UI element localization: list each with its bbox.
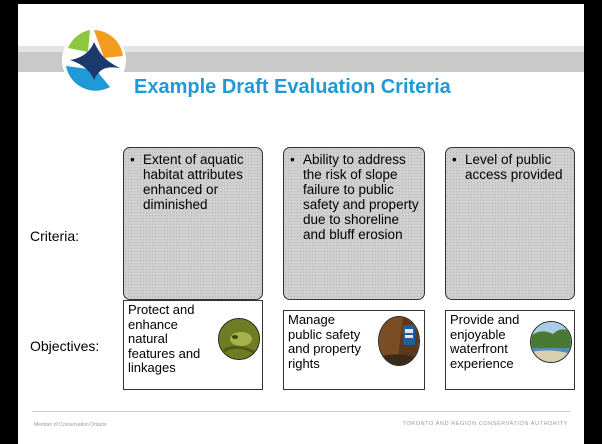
objective-box-3: Provide and enjoyable waterfront experie…: [445, 310, 575, 390]
criterion-box-3: • Level of public access provided: [445, 147, 575, 300]
bullet: •: [290, 152, 295, 167]
slide-title: Example Draft Evaluation Criteria: [134, 76, 451, 98]
waterfront-photo-icon: [530, 321, 572, 363]
criterion-1: Extent of aquatic habitat attributes enh…: [143, 152, 244, 212]
trca-logo-icon: [62, 28, 126, 92]
criterion-box-1: • Extent of aquatic habitat attributes e…: [123, 147, 263, 300]
criterion-text-3: • Level of public access provided: [452, 152, 570, 182]
criteria-label: Criteria:: [30, 228, 80, 244]
frog-photo-icon: [218, 318, 260, 360]
objective-box-2: Manage public safety and property rights: [283, 310, 425, 390]
footer-left-text: Member of Conservation Ontario: [34, 422, 107, 428]
footer-right-text: TORONTO AND REGION CONSERVATION AUTHORIT…: [402, 421, 568, 427]
header-band: [18, 52, 584, 72]
bullet: •: [130, 152, 135, 167]
bluff-erosion-photo-icon: [378, 316, 420, 366]
header-band-light: [18, 46, 584, 52]
objective-1: Protect and enhance natural features and…: [128, 302, 201, 375]
slide: Example Draft Evaluation Criteria Criter…: [18, 4, 584, 444]
criterion-2: Ability to address the risk of slope fai…: [303, 152, 419, 242]
objective-3: Provide and enjoyable waterfront experie…: [450, 312, 520, 371]
criterion-box-2: • Ability to address the risk of slope f…: [283, 147, 425, 300]
objectives-label: Objectives:: [30, 338, 100, 354]
criterion-text-2: • Ability to address the risk of slope f…: [290, 152, 420, 242]
objective-box-1: Protect and enhance natural features and…: [123, 300, 263, 390]
criterion-text-1: • Extent of aquatic habitat attributes e…: [130, 152, 258, 212]
objective-2: Manage public safety and property rights: [288, 312, 361, 371]
bullet: •: [452, 152, 457, 167]
criterion-3: Level of public access provided: [465, 152, 563, 182]
footer-divider: [32, 411, 570, 412]
